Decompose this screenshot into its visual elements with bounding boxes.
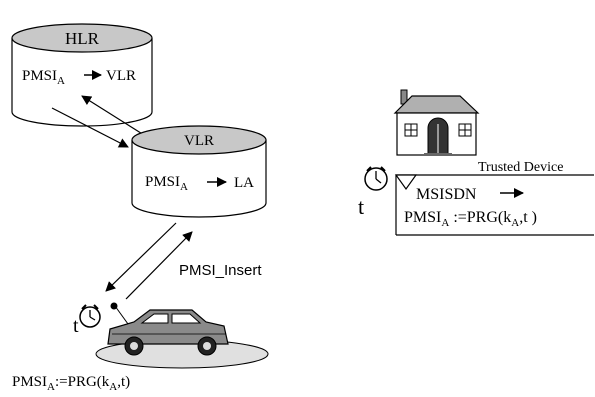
- hlr-to-vlr-arrow: [51, 107, 129, 148]
- hlr-mapping-lhs-sub: A: [57, 75, 65, 87]
- vlr-to-car-arrow: [105, 222, 177, 292]
- trusted-device-msisdn: MSISDN: [416, 186, 477, 203]
- trusted-device-pmsi-formula: PMSIA :=PRG(kA,t ): [404, 209, 537, 229]
- car-to-vlr-arrow: [125, 231, 193, 300]
- vlr-mapping-lhs-sub: A: [180, 181, 188, 193]
- car-antenna-node: [110, 302, 118, 310]
- pmsi-insert-label: PMSI_Insert: [179, 262, 262, 279]
- vlr-cylinder-top: [131, 125, 267, 155]
- car-time-symbol: t: [73, 315, 79, 337]
- trusted-device-time-symbol: t: [358, 194, 364, 219]
- car-pmsi-formula: PMSIA:=PRG(kA,t): [12, 374, 130, 393]
- car-icon: [107, 305, 229, 356]
- hlr-mapping: PMSIA: [22, 68, 65, 87]
- vehicle-group: t: [73, 302, 269, 369]
- vlr-cylinder-body: [131, 140, 267, 218]
- trusted-device-triangle: [394, 174, 418, 191]
- vlr-title: VLR: [184, 133, 214, 149]
- hlr-mapping-lhs: PMSI: [22, 68, 57, 84]
- hlr-title: HLR: [65, 29, 100, 48]
- hlr-database: HLR PMSIA VLR: [11, 23, 153, 127]
- vlr-database: VLR PMSIA LA: [131, 125, 267, 218]
- vlr-to-hlr-arrow: [81, 95, 145, 136]
- vlr-mapping-lhs: PMSI: [145, 174, 180, 190]
- car-clock-icon: [79, 304, 101, 328]
- vlr-mapping: PMSIA: [145, 174, 188, 193]
- car-antenna: [114, 305, 129, 325]
- trusted-device: Trusted Device MSISDN PMSIA :=PRG(kA,t )…: [358, 160, 594, 236]
- hlr-mapping-rhs: VLR: [106, 68, 136, 84]
- trusted-device-clock-icon: [364, 166, 388, 191]
- hlr-cylinder-top: [11, 23, 153, 53]
- vlr-mapping-rhs: LA: [234, 175, 254, 191]
- house-icon: [393, 89, 480, 156]
- hlr-cylinder-body: [11, 38, 153, 127]
- trusted-device-label: Trusted Device: [478, 160, 563, 175]
